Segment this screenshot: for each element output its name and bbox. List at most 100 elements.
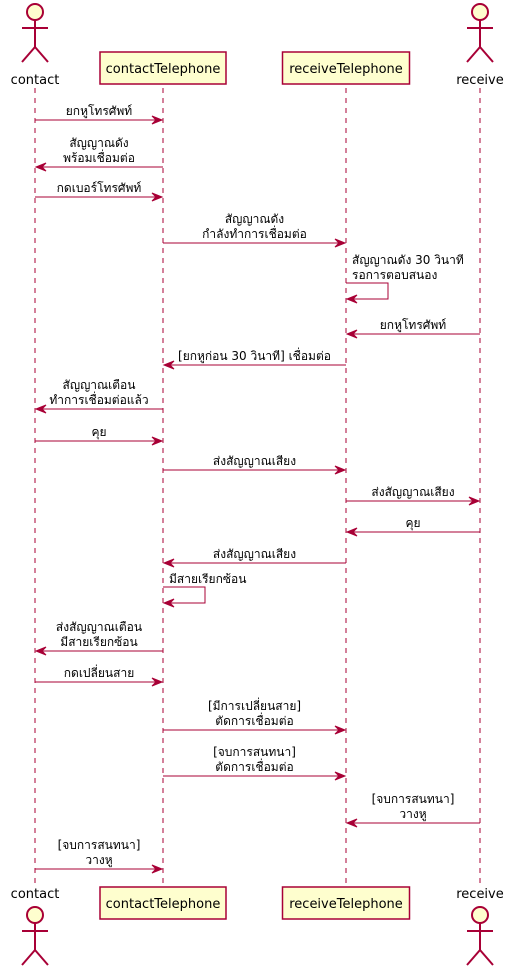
message: ส่งสัญญาณเสียง <box>346 485 481 506</box>
message-label: ทำการเชื่อมต่อแล้ว <box>49 391 148 407</box>
arrowhead-icon <box>162 598 175 608</box>
message: ส่งสัญญาณเสียง <box>163 454 347 475</box>
message: กดเบอร์โทรศัพท์ <box>35 181 164 202</box>
participant-box <box>99 51 227 85</box>
participant-box <box>281 51 411 85</box>
arrowhead-icon <box>345 818 358 828</box>
arrowhead-icon <box>151 192 164 202</box>
message-label: ส่งสัญญาณเตือน <box>56 620 142 634</box>
message: มีสายเรียกซ้อน <box>162 572 246 608</box>
message: [จบการสนทนา]วางหู <box>35 838 164 874</box>
participant-contactTelephone: contactTelephone <box>99 51 227 85</box>
participant-box <box>281 886 411 920</box>
self-message-arrow <box>163 586 206 604</box>
message: ส่งสัญญาณเสียง <box>162 547 346 568</box>
participant-label-receiveTelephone: receiveTelephone <box>289 62 403 77</box>
participant-receiveTelephone: receiveTelephone <box>281 886 411 920</box>
actor-receive: receive <box>456 3 504 88</box>
message-label: มีสายเรียกซ้อน <box>169 572 246 586</box>
message-label: ยกหูโทรศัพท์ <box>380 318 447 333</box>
arrowhead-icon <box>468 496 481 506</box>
self-message-arrow <box>346 282 389 300</box>
participant-label-contactTelephone: contactTelephone <box>106 897 221 912</box>
message: ยกหูโทรศัพท์ <box>35 104 164 125</box>
arrowhead-icon <box>334 725 347 735</box>
message-label: มีสายเรียกซ้อน <box>60 635 137 649</box>
arrowhead-icon <box>151 115 164 125</box>
actor-head-icon <box>471 3 489 21</box>
message: ส่งสัญญาณเตือนมีสายเรียกซ้อน <box>34 620 163 656</box>
message: [มีการเปลี่ยนสาย]ตัดการเชื่อมต่อ <box>163 697 347 735</box>
message-label: กดเบอร์โทรศัพท์ <box>57 181 142 195</box>
arrowhead-icon <box>151 436 164 446</box>
message-label: วางหู <box>399 807 426 822</box>
arrowhead-icon <box>334 465 347 475</box>
message: [จบการสนทนา]ตัดการเชื่อมต่อ <box>163 745 347 781</box>
actor-right-leg-icon <box>34 949 49 966</box>
message: สัญญาณเตือนทำการเชื่อมต่อแล้ว <box>34 378 163 414</box>
message-label: [จบการสนทนา] <box>213 745 296 759</box>
message-label: สัญญาณเตือน <box>63 378 136 392</box>
message: [จบการสนทนา]วางหู <box>345 792 480 828</box>
message: [ยกหูก่อน 30 วินาที] เชื่อมต่อ <box>162 347 346 370</box>
message-label: [ยกหูก่อน 30 วินาที] เชื่อมต่อ <box>178 347 331 364</box>
participant-contactTelephone: contactTelephone <box>99 886 227 920</box>
messages: ยกหูโทรศัพท์สัญญาณดังพร้อมเชื่อมต่อกดเบอ… <box>34 104 481 874</box>
message-label: [มีการเปลี่ยนสาย] <box>208 697 301 713</box>
actor-head-icon <box>26 906 44 924</box>
lifelines <box>34 88 481 886</box>
message-label: ส่งสัญญาณเสียง <box>371 485 454 499</box>
message-label: [จบการสนทนา] <box>58 838 141 852</box>
message-label: กำลังทำการเชื่อมต่อ <box>202 225 307 241</box>
message: สัญญาณดังกำลังทำการเชื่อมต่อ <box>163 212 347 248</box>
arrowhead-icon <box>162 360 175 370</box>
message-label: ตัดการเชื่อมต่อ <box>215 712 293 728</box>
message-label: คุย <box>91 425 106 440</box>
arrowhead-icon <box>334 771 347 781</box>
message: สัญญาณดังพร้อมเชื่อมต่อ <box>34 136 163 172</box>
message-label: สัญญาณดัง <box>225 212 284 226</box>
actor-head-icon <box>471 906 489 924</box>
actor-right-leg-icon <box>479 46 494 63</box>
participant-receiveTelephone: receiveTelephone <box>281 51 411 85</box>
message-label: คุย <box>405 516 420 531</box>
message-label: ตัดการเชื่อมต่อ <box>215 758 293 774</box>
actor-left-leg-icon <box>466 46 481 63</box>
arrowhead-icon <box>345 329 358 339</box>
arrowhead-icon <box>151 677 164 687</box>
actor-left-leg-icon <box>21 949 36 966</box>
actor-receive: receive <box>456 887 504 966</box>
message-label: วางหู <box>85 853 112 868</box>
actor-label-receive: receive <box>456 73 504 88</box>
arrowhead-icon <box>345 294 358 304</box>
message-label: สัญญาณดัง <box>69 136 128 150</box>
participant-label-contactTelephone: contactTelephone <box>106 62 221 77</box>
arrowhead-icon <box>34 404 47 414</box>
actor-left-leg-icon <box>21 46 36 63</box>
message: กดเปลี่ยนสาย <box>35 664 164 687</box>
message: คุย <box>35 425 164 446</box>
message: คุย <box>345 516 480 537</box>
arrowhead-icon <box>151 864 164 874</box>
message: ยกหูโทรศัพท์ <box>345 318 480 339</box>
message-label: สัญญาณดัง 30 วินาที <box>352 253 464 267</box>
actor-label-receive: receive <box>456 887 504 902</box>
actor-left-leg-icon <box>466 949 481 966</box>
actor-head-icon <box>26 3 44 21</box>
actor-contact: contact <box>11 887 60 966</box>
message-label: ส่งสัญญาณเสียง <box>213 454 296 468</box>
actor-label-contact: contact <box>11 887 60 902</box>
message-label: ยกหูโทรศัพท์ <box>66 104 133 119</box>
message: สัญญาณดัง 30 วินาทีรอการตอบสนอง <box>345 253 464 304</box>
arrowhead-icon <box>334 238 347 248</box>
arrowhead-icon <box>34 162 47 172</box>
arrowhead-icon <box>162 558 175 568</box>
actor-right-leg-icon <box>479 949 494 966</box>
actor-label-contact: contact <box>11 73 60 88</box>
message-label: ส่งสัญญาณเสียง <box>213 547 296 561</box>
actor-right-leg-icon <box>34 46 49 63</box>
participant-heads: contact contactTelephone receiveTelephone r… <box>11 3 504 966</box>
arrowhead-icon <box>345 527 358 537</box>
message-label: พร้อมเชื่อมต่อ <box>63 149 135 165</box>
message-label: รอการตอบสนอง <box>352 268 437 282</box>
